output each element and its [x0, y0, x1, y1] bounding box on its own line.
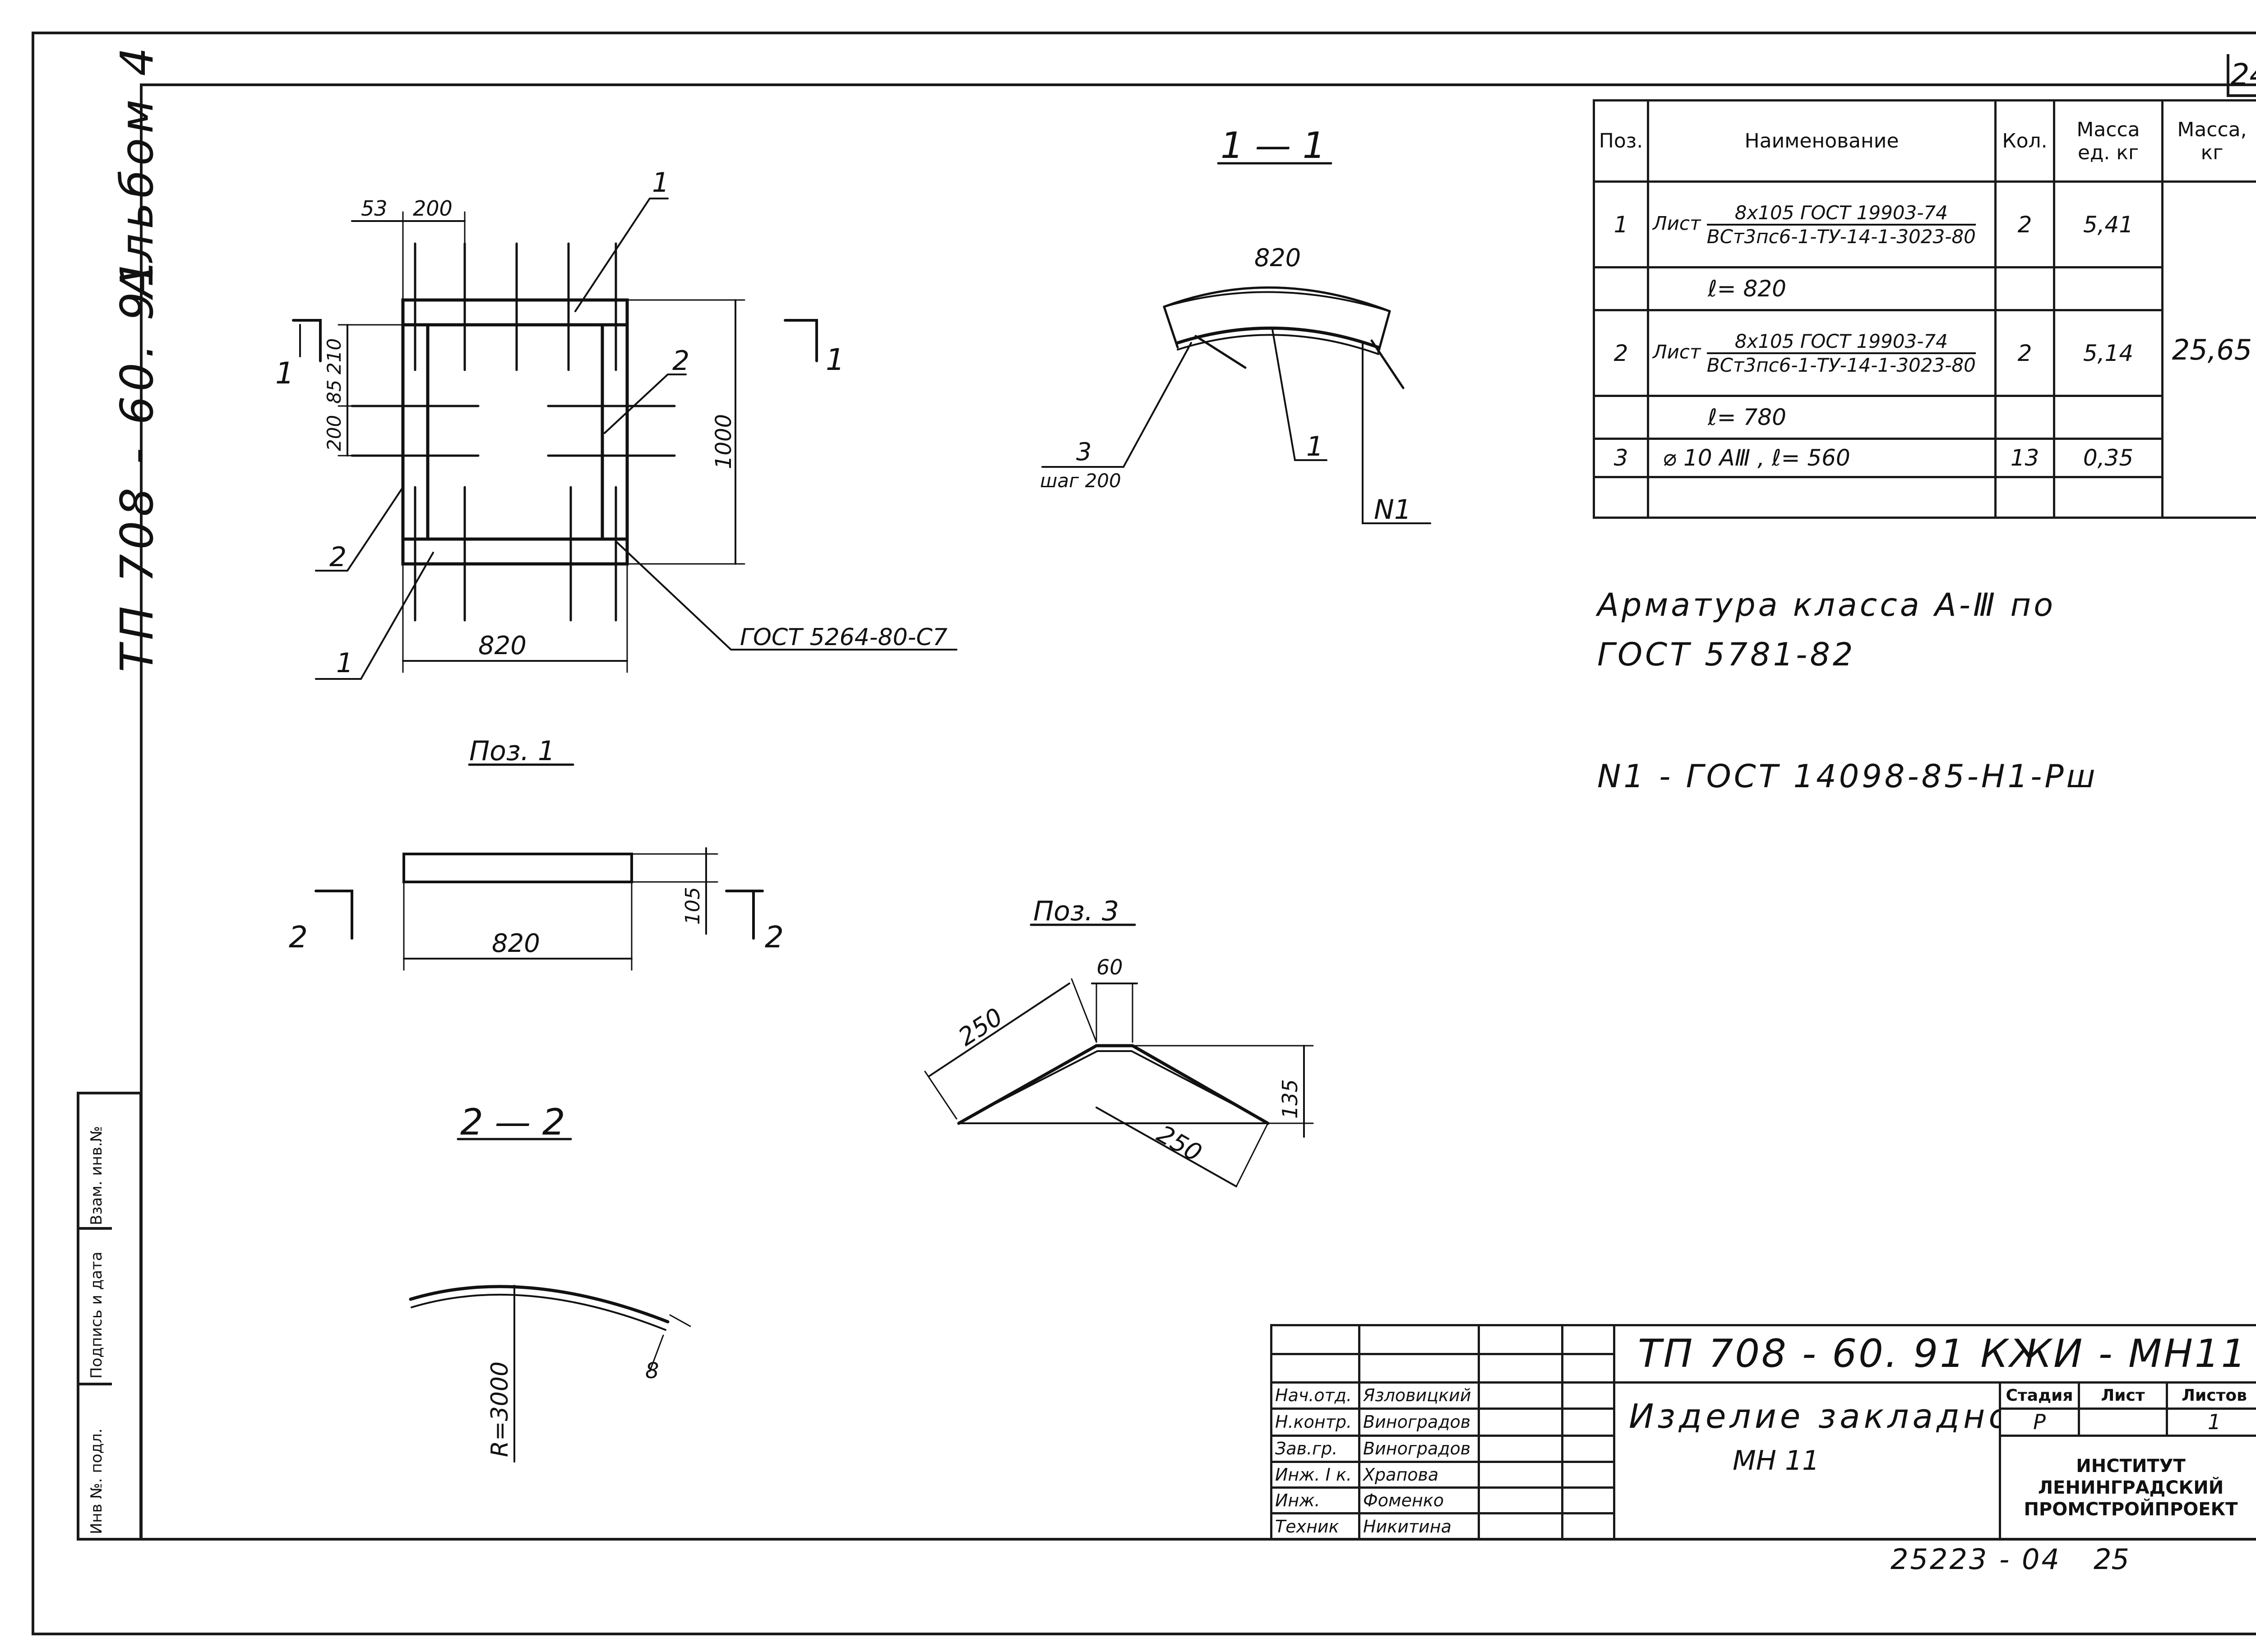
dim-section-820: 820: [1254, 244, 1301, 272]
plan-pos2-left: 2: [329, 541, 347, 573]
section-1-1-title: 1 — 1: [1220, 125, 1326, 166]
document-code: ТП 708 - 60. 91 КЖИ - МН11: [1613, 1324, 2256, 1384]
dim-250-left: 250: [953, 1002, 1008, 1052]
cut-1-right: 1: [826, 342, 845, 377]
sheets-value: 1: [2165, 1407, 2256, 1437]
total-mass: 25,65: [2161, 180, 2256, 519]
specification-table: Поз. Наименование Кол. Масса ед. кг Масс…: [1593, 99, 2256, 519]
note-reinforcement-class: Арматура класса А-Ⅲ по: [1597, 586, 2056, 623]
dim-53: 53: [361, 196, 388, 221]
note-weld-standard: N1 - ГОСТ 14098-85-Н1-Рш: [1597, 758, 2098, 795]
plan-view: [292, 198, 957, 680]
table-row: 1 Лист 8х105 ГОСТ 19903-74 ВСт3пс6-1-ТУ-…: [1593, 180, 2256, 519]
archive-number: 25223 - 04: [1891, 1543, 2061, 1576]
header-pos: Поз.: [1593, 99, 1649, 183]
organization: ИНСТИТУТ ЛЕНИНГРАДСКИЙ ПРОМСТРОЙПРОЕКТ: [1998, 1435, 2256, 1541]
sheets-label: Листов: [2165, 1381, 2256, 1410]
dim-210: 210: [323, 338, 345, 374]
section-step: шаг 200: [1040, 470, 1121, 492]
section-pos1: 1: [1306, 431, 1323, 462]
plan-pos1-top: 1: [652, 167, 669, 198]
header-name: Наименование: [1647, 99, 1997, 183]
item-mark: МН 11: [1733, 1445, 1820, 1477]
stage-value: Р: [1999, 1407, 2080, 1437]
plan-pos1-bottom: 1: [336, 647, 353, 679]
table-row: ℓ= 820: [1593, 266, 2256, 311]
dim-plan-820: 820: [478, 631, 527, 660]
pos-1-title: Поз. 1: [469, 735, 555, 767]
table-row: 3 ⌀ 10 АⅢ , ℓ= 560 13 0,35: [1593, 438, 2256, 478]
section-2-2-title: 2 — 2: [460, 1101, 565, 1143]
stage-label: Стадия: [1999, 1381, 2080, 1410]
radius-label: R=3000: [486, 1361, 513, 1457]
sheet-number: 24: [2227, 54, 2256, 97]
dim-85: 85: [323, 380, 345, 404]
weld-note: ГОСТ 5264-80-С7: [740, 624, 948, 651]
item-name: Изделие закладное: [1629, 1397, 2000, 1436]
note-reinforcement-standard: ГОСТ 5781-82: [1597, 636, 1856, 673]
header-qty: Кол.: [1994, 99, 2055, 183]
title-block: ТП 708 - 60. 91 КЖИ - МН11 Нач.отд. Язло…: [1270, 1324, 2256, 1541]
dim-105: 105: [681, 887, 704, 925]
section-2-2: [409, 1138, 691, 1463]
pos-3-view: [924, 923, 1314, 1187]
stamp-column: Взам. инв.№ Подпись и дата Инв №. подл.: [77, 1092, 142, 1541]
dim-60: 60: [1096, 955, 1123, 979]
pos-3-title: Поз. 3: [1033, 895, 1119, 927]
outer-frame: [32, 32, 2256, 1635]
dim-pos1-820: 820: [492, 929, 540, 958]
pos-1-view: [314, 763, 764, 971]
plan-pos2-right: 2: [672, 345, 689, 377]
cut-1-left: 1: [275, 356, 294, 391]
table-row: ℓ= 780: [1593, 395, 2256, 440]
sheet-label: Лист: [2078, 1381, 2168, 1410]
section-1-1: [1041, 162, 1431, 524]
header-unit-mass: Масса ед. кг: [2053, 99, 2164, 183]
dim-200-vert: 200: [323, 415, 345, 451]
table-row: 2 Лист 8х105 ГОСТ 19903-74 ВСт3пс6-1-ТУ-…: [1593, 309, 2256, 397]
header-mass: Масса, кг: [2161, 99, 2256, 183]
thickness-label: 8: [645, 1358, 659, 1384]
dim-1000: 1000: [711, 414, 736, 469]
section-n1: N1: [1374, 494, 1411, 526]
cut-2-left: 2: [289, 920, 308, 955]
dim-135: 135: [1278, 1079, 1302, 1119]
dim-250-right: 250: [1152, 1120, 1207, 1167]
drawing-frame: [140, 83, 2256, 1541]
cut-2-right: 2: [765, 920, 784, 955]
dim-200: 200: [413, 196, 453, 221]
page-number: 25: [2094, 1543, 2129, 1576]
section-pos3: 3: [1076, 438, 1091, 466]
